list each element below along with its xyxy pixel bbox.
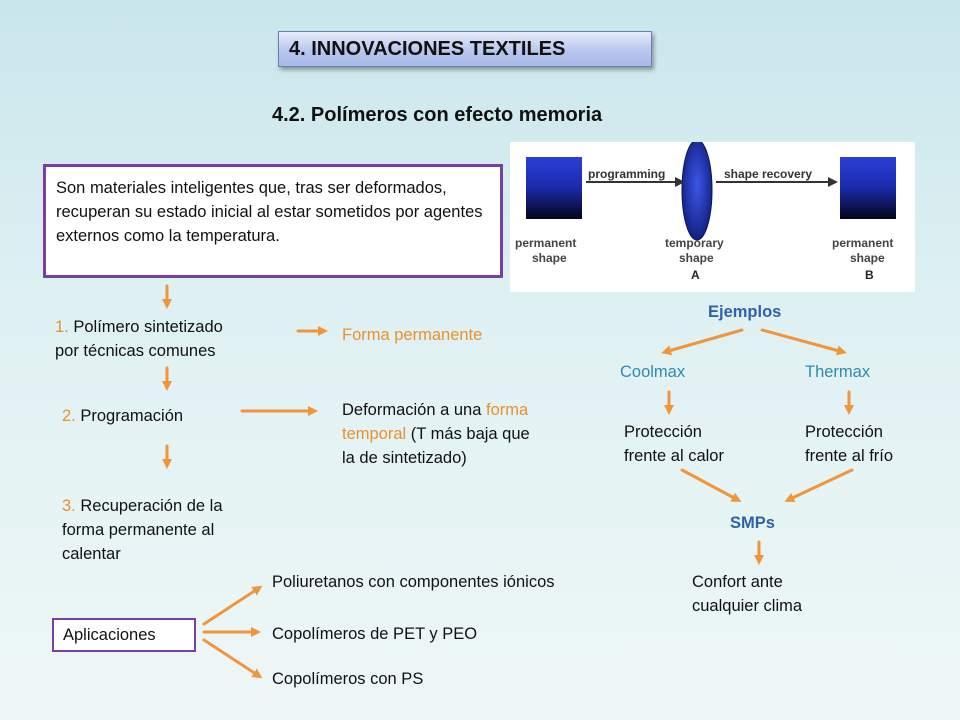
shape-memory-figure: programming shape recovery permanent sha… [510, 139, 915, 292]
shape-label-b: shape [850, 251, 885, 265]
step-2-result: Deformación a una forma temporal (T más … [342, 398, 530, 470]
step-3: 3. Recuperación de la forma permanente a… [62, 494, 223, 566]
slide-title: 4. INNOVACIONES TEXTILES [278, 31, 652, 67]
comfort-line1: Confort ante [692, 573, 783, 591]
arrow-ejemplos-thermax [760, 328, 847, 356]
step-2-result-forma: forma [486, 401, 529, 419]
temporary-label: temporary [665, 236, 724, 250]
step-1-result: Forma permanente [342, 326, 483, 344]
permanent-block-a [526, 157, 582, 219]
step-1-line1: Polímero sintetizado [68, 318, 223, 336]
examples-header: Ejemplos [708, 303, 782, 321]
step-3-number: 3. [62, 497, 76, 515]
shape-label-temp: shape [679, 251, 714, 265]
arrow-apps-item1 [202, 585, 263, 626]
programming-label: programming [588, 167, 665, 181]
shape-memory-illustration: programming shape recovery permanent sha… [515, 139, 896, 282]
application-item-2: Copolímeros de PET y PEO [272, 625, 478, 643]
arrow-apps-item3 [202, 638, 263, 679]
step-3-line3: calentar [62, 545, 121, 563]
thermax-desc-line1: Protección [805, 423, 883, 441]
example-thermax: Thermax [805, 363, 871, 381]
thermax-desc-line2: frente al frío [805, 447, 894, 465]
arrow-ejemplos-coolmax [661, 328, 744, 356]
applications-label: Aplicaciones [63, 626, 156, 644]
comfort-line2: cualquier clima [692, 597, 803, 615]
section-subtitle: 4.2. Polímeros con efecto memoria [272, 104, 603, 126]
application-item-3: Copolímeros con PS [272, 670, 424, 688]
arrow-calor-smps [680, 468, 742, 502]
label-a: A [691, 268, 700, 282]
step-1-line2: por técnicas comunes [55, 342, 216, 360]
step-2-number: 2. [62, 407, 76, 425]
step-2-result-a: Deformación a una [342, 401, 486, 419]
step-2-result-temporal: temporal [342, 425, 407, 443]
step-1-number: 1. [55, 318, 69, 336]
application-item-1: Poliuretanos con componentes iónicos [272, 573, 555, 591]
step-2-line1: Programación [75, 407, 184, 425]
coolmax-desc-line2: frente al calor [624, 447, 724, 465]
permanent-block-b [840, 157, 896, 219]
coolmax-description: Protección frente al calor [624, 420, 724, 468]
definition-text: Son materiales inteligentes que, tras se… [56, 179, 483, 245]
step-2-result-c: la de sintetizado) [342, 449, 467, 467]
step-1: 1. Polímero sintetizado por técnicas com… [55, 315, 223, 363]
smps-label: SMPs [730, 514, 775, 532]
definition-box: Son materiales inteligentes que, tras se… [43, 164, 503, 278]
step-2-result-b: (T más baja que [406, 425, 530, 443]
shape-label-a: shape [532, 251, 567, 265]
label-b: B [865, 268, 874, 282]
coolmax-desc-line1: Protección [624, 423, 702, 441]
step-2: 2. Programación [62, 404, 183, 428]
applications-box: Aplicaciones [52, 618, 196, 652]
permanent-label-b: permanent [832, 236, 893, 250]
permanent-label-a: permanent [515, 236, 576, 250]
step-3-line2: forma permanente al [62, 521, 215, 539]
comfort-text: Confort ante cualquier clima [692, 570, 802, 618]
arrow-frio-smps [784, 468, 854, 502]
step-3-line1: Recuperación de la [75, 497, 223, 515]
shape-recovery-label: shape recovery [724, 167, 812, 181]
example-coolmax: Coolmax [620, 363, 686, 381]
thermax-description: Protección frente al frío [805, 420, 893, 468]
